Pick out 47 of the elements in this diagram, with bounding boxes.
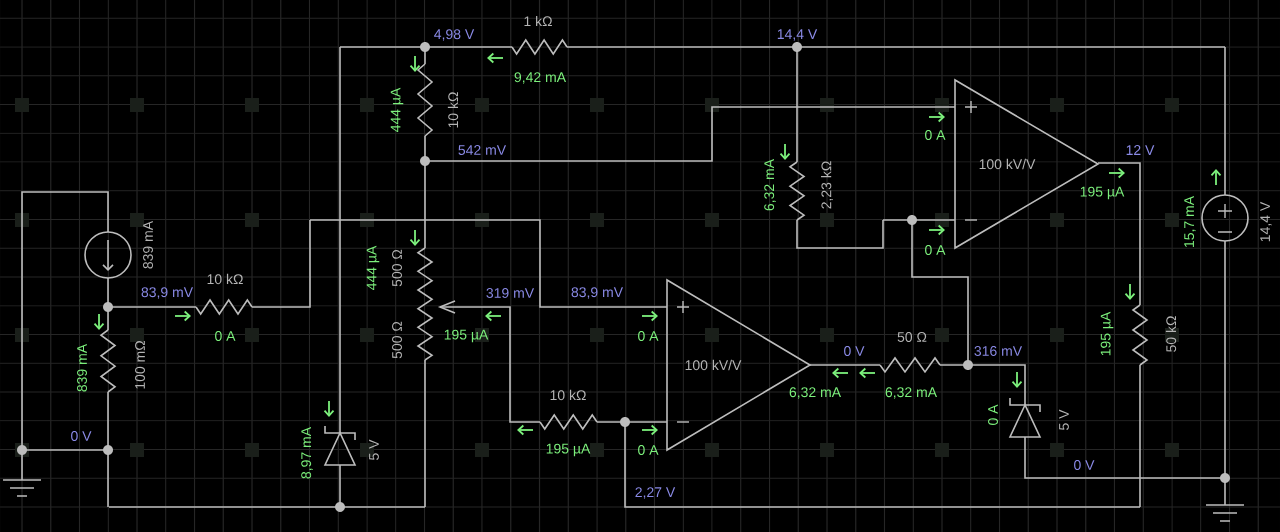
voltage-label: 542 mV — [458, 145, 507, 155]
voltage-label: 12 V — [1126, 145, 1155, 155]
current-label: 444 µA — [366, 245, 380, 290]
value-label: 50 Ω — [897, 332, 927, 342]
voltage-label: 0 V — [1074, 460, 1095, 470]
current-label: 839 mA — [77, 343, 87, 392]
voltage-label: 14,4 V — [777, 29, 818, 41]
value-label: 5 V — [369, 439, 379, 460]
value-label: 5 V — [1059, 409, 1069, 430]
voltage-label: 4,98 V — [434, 29, 475, 41]
current-label: 8,97 mA — [301, 426, 313, 479]
current-label: 0 A — [988, 404, 998, 425]
current-label: 195 µA — [444, 329, 489, 343]
current-label: 0 A — [638, 445, 659, 455]
value-label: 10 kΩ — [550, 389, 586, 401]
value-label: 100 kV/V — [685, 359, 742, 371]
value-label: 14,4 V — [1260, 201, 1272, 242]
current-label: 15,7 mA — [1184, 195, 1196, 247]
current-label: 6,32 mA — [789, 387, 842, 399]
voltage-label: 83,9 mV — [571, 287, 623, 299]
current-label: 0 A — [925, 245, 946, 255]
current-label: 0 A — [925, 130, 946, 140]
value-label: 2,23 kΩ — [821, 161, 833, 209]
value-label: 10 kΩ — [207, 273, 243, 285]
current-label: 195 µA — [1080, 186, 1125, 200]
value-label: 1 kΩ — [524, 15, 552, 27]
value-label: 100 mΩ — [135, 340, 145, 389]
current-label: 195 µA — [546, 443, 591, 457]
value-label: 500 Ω — [392, 321, 402, 359]
voltage-label: 316 mV — [974, 346, 1023, 356]
current-label: 9,42 mA — [514, 72, 567, 84]
current-label: 444 µA — [390, 87, 404, 132]
voltage-label: 319 mV — [486, 288, 535, 298]
voltage-label: 2,27 V — [635, 487, 676, 499]
value-label: 100 kV/V — [979, 158, 1036, 170]
value-label: 500 Ω — [392, 249, 402, 287]
current-label: 0 A — [638, 331, 659, 341]
current-label: 6,32 mA — [764, 158, 776, 211]
voltage-label: 0 V — [71, 431, 92, 441]
current-label: 6,32 mA — [885, 387, 938, 399]
voltage-label: 83,9 mV — [141, 287, 193, 299]
value-label: 50 kΩ — [1165, 316, 1177, 352]
voltage-label: 0 V — [844, 346, 865, 356]
value-label: 10 kΩ — [447, 92, 459, 128]
current-label: 195 µA — [1100, 311, 1114, 356]
value-label: 839 mA — [143, 220, 153, 269]
current-label: 0 A — [215, 331, 236, 341]
